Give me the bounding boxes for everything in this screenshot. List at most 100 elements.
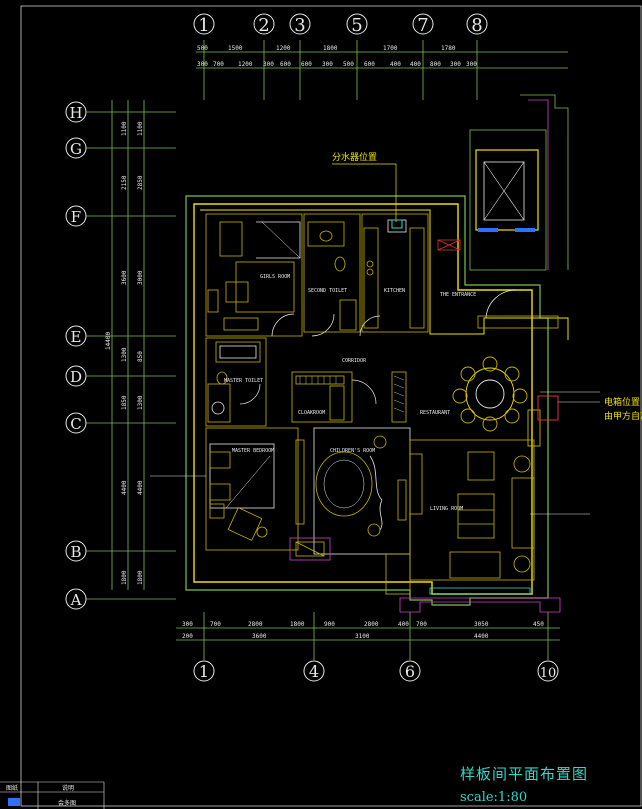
grid-label-5-top: 5 bbox=[351, 15, 362, 36]
dim-left-1: 1100 bbox=[121, 121, 128, 136]
dim-top2-8: 500 bbox=[343, 61, 354, 68]
grid-label-E: E bbox=[71, 328, 82, 346]
girls-room: GIRLS ROOM bbox=[205, 213, 303, 337]
section-markers bbox=[150, 391, 600, 515]
grid-label-C: C bbox=[70, 415, 81, 433]
dim-bot2-1: 200 bbox=[182, 633, 193, 640]
grid-label-B: B bbox=[70, 543, 81, 561]
title-block-header-2: 说明 bbox=[62, 784, 74, 792]
dim-bot-5: 900 bbox=[324, 621, 335, 628]
grid-label-H: H bbox=[69, 104, 82, 122]
grid-label-6-bottom: 6 bbox=[405, 662, 415, 681]
drawing-scale: scale:1:80 bbox=[460, 790, 528, 805]
dim-top-3: 1200 bbox=[276, 45, 291, 52]
dim-text-top: 500 1500 1200 1800 1700 1780 300 700 120… bbox=[197, 45, 477, 68]
label-cloakroom: CLOAKROOM bbox=[298, 410, 325, 416]
label-master-bedroom: MASTER BEDROOM bbox=[232, 448, 274, 454]
dim-left2-1: 1100 bbox=[137, 121, 144, 136]
dim-top-2: 1500 bbox=[228, 45, 243, 52]
grid-bubble-1-top bbox=[193, 13, 215, 35]
dim-left2-5: 1300 bbox=[137, 395, 144, 410]
grid-bubble-3-top bbox=[289, 13, 311, 35]
outer-walls bbox=[185, 195, 569, 606]
dim-bot-1: 300 bbox=[182, 621, 193, 628]
dim-top-4: 1800 bbox=[323, 45, 338, 52]
grid-label-7-top: 7 bbox=[417, 15, 428, 36]
dim-left-3: 3600 bbox=[121, 270, 128, 285]
dim-left2-6: 4400 bbox=[137, 480, 144, 495]
label-corridor: CORRIDOR bbox=[342, 358, 367, 364]
dim-bot2-4: 4400 bbox=[474, 633, 489, 640]
master-toilet: MASTER TOILET bbox=[205, 337, 267, 427]
dim-left2-7: 1800 bbox=[137, 570, 144, 585]
grid-label-F: F bbox=[71, 208, 81, 226]
dim-top2-6: 600 bbox=[301, 61, 312, 68]
dim-top2-2: 700 bbox=[213, 61, 224, 68]
cloakroom: CLOAKROOM bbox=[291, 371, 407, 423]
dim-bot-9: 3050 bbox=[474, 621, 489, 628]
electric-box-note: 电箱位置 由甲方自定 bbox=[537, 395, 642, 422]
water-heater-note: 分水器位置 bbox=[332, 151, 403, 229]
dim-top-6: 1780 bbox=[441, 45, 456, 52]
title-block: 图纸 说明 会多图 bbox=[0, 781, 105, 809]
dim-bot2-2: 3600 bbox=[252, 633, 267, 640]
second-toilet: SECOND TOILET bbox=[303, 213, 361, 333]
dim-left-2: 2150 bbox=[121, 175, 128, 190]
label-kitchen: KITCHEN bbox=[384, 288, 405, 294]
water-heater-text: 分水器位置 bbox=[332, 151, 377, 163]
grid-label-4-bottom: 4 bbox=[309, 662, 319, 681]
label-childrens-room: CHILDREN'S ROOM bbox=[330, 448, 375, 454]
dim-left-total: 14400 bbox=[105, 332, 112, 350]
dim-top2-4: 300 bbox=[263, 61, 274, 68]
dim-left2-3: 3000 bbox=[137, 270, 144, 285]
dim-top2-7: 300 bbox=[322, 61, 333, 68]
dim-top-5: 1700 bbox=[383, 45, 398, 52]
dim-bot-2: 700 bbox=[210, 621, 221, 628]
dim-bot-7: 400 bbox=[398, 621, 409, 628]
grid-label-G: G bbox=[70, 140, 82, 158]
bottom-walls bbox=[385, 553, 561, 613]
dim-bot-6: 2800 bbox=[364, 621, 379, 628]
title-block-header-1: 图纸 bbox=[6, 784, 18, 792]
grid-left: H G F E D C B A 1100 2150 3600 1300 bbox=[65, 100, 176, 610]
electric-box-text-1: 电箱位置 bbox=[604, 396, 640, 408]
drawing-title: 样板间平面布置图 bbox=[460, 765, 589, 783]
dim-left2-4: 850 bbox=[137, 351, 144, 362]
grid-bubble-8-top bbox=[466, 13, 488, 35]
dim-left-7: 1800 bbox=[121, 570, 128, 585]
grid-bubble-5-top bbox=[346, 13, 368, 35]
dim-top2-14: 300 bbox=[466, 61, 477, 68]
dim-left2-2: 2850 bbox=[137, 175, 144, 190]
corridor: CORRIDOR bbox=[239, 313, 381, 405]
dim-bot-8: 700 bbox=[416, 621, 427, 628]
dim-left-6: 4400 bbox=[121, 480, 128, 495]
drawing-border bbox=[20, 5, 642, 807]
childrens-room: CHILDREN'S ROOM bbox=[289, 427, 411, 561]
grid-label-10-bottom: 10 bbox=[540, 666, 557, 681]
entrance: THE ENTRANCE bbox=[437, 239, 559, 329]
dim-top2-10: 400 bbox=[390, 61, 401, 68]
grid-label-D: D bbox=[70, 368, 82, 386]
dim-top2-13: 300 bbox=[450, 61, 461, 68]
grid-label-1-top: 1 bbox=[198, 15, 209, 36]
dim-left-5: 1850 bbox=[121, 395, 128, 410]
grid-label-A: A bbox=[70, 591, 82, 609]
kitchen: KITCHEN bbox=[361, 213, 429, 333]
dim-top2-12: 800 bbox=[430, 61, 441, 68]
living-room: LIVING ROOM bbox=[409, 439, 535, 581]
dim-top2-3: 1200 bbox=[238, 61, 253, 68]
grid-bubble-7-top bbox=[412, 13, 434, 35]
grid-bottom: 300 700 2800 1800 900 2800 400 700 3050 … bbox=[176, 612, 560, 682]
grid-top: 1 2 3 5 7 8 bbox=[193, 13, 488, 36]
electric-box-text-2: 由甲方自定 bbox=[604, 410, 642, 422]
label-restaurant: RESTAURANT bbox=[420, 410, 450, 416]
label-living-room: LIVING ROOM bbox=[430, 506, 463, 512]
grid-label-3-top: 3 bbox=[294, 15, 305, 36]
title-block-value-1: 会多图 bbox=[58, 799, 76, 807]
dim-top2-1: 300 bbox=[197, 61, 208, 68]
dim-left-4: 1300 bbox=[121, 347, 128, 362]
label-second-toilet: SECOND TOILET bbox=[308, 288, 347, 294]
grid-label-8-top: 8 bbox=[471, 15, 482, 36]
dim-bot2-3: 3100 bbox=[355, 633, 370, 640]
